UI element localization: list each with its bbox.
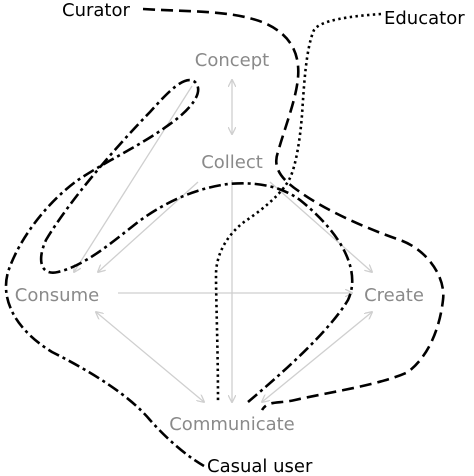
- node-collect: Collect: [201, 152, 263, 173]
- educator-route: [214, 12, 382, 403]
- node-consume: Consume: [15, 285, 99, 306]
- role-curator: Curator: [62, 0, 130, 21]
- curator-route: [142, 7, 445, 411]
- role-educator: Educator: [384, 8, 465, 29]
- arrow-concept-consume: [74, 85, 193, 272]
- arrow-collect-create: [269, 181, 372, 272]
- flow-arrows: [74, 80, 372, 402]
- arrow-create-communicate: [262, 312, 372, 402]
- arrow-consume-communicate: [96, 312, 204, 402]
- node-create: Create: [364, 285, 424, 306]
- node-communicate: Communicate: [169, 414, 295, 435]
- role-casual-user: Casual user: [207, 456, 313, 476]
- casual-user-route: [4, 78, 354, 468]
- node-concept: Concept: [195, 50, 269, 71]
